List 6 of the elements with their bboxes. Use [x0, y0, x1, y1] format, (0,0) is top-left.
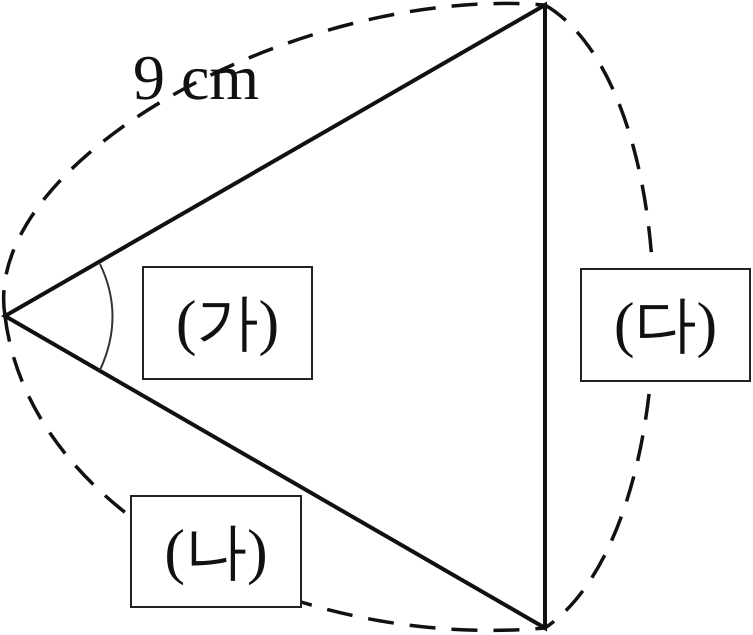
label-box	[142, 266, 313, 380]
part-label: (가)	[176, 292, 280, 354]
label-box	[580, 268, 751, 382]
label-box	[130, 495, 302, 608]
dimension-label: 9 cm	[133, 46, 260, 110]
part-label: (다)	[614, 294, 718, 356]
